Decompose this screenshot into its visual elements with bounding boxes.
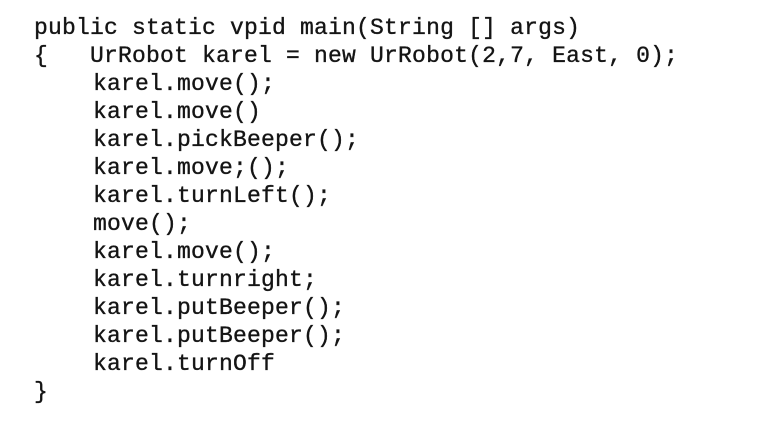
code-line-turn-left: karel.turnLeft(); [93, 183, 332, 209]
code-line-closing-brace: } [34, 379, 49, 405]
code-line-put-beeper-1: karel.putBeeper(); [93, 295, 346, 321]
code-line-robot-declaration: { UrRobot karel = new UrRobot(2,7, East,… [34, 43, 679, 69]
code-line-pick-beeper: karel.pickBeeper(); [93, 127, 360, 153]
code-line-put-beeper-2: karel.putBeeper(); [93, 323, 346, 349]
code-line-turn-right: karel.turnright; [93, 267, 318, 293]
code-line-turn-off: karel.turnOff [93, 351, 276, 377]
code-line-move-2: karel.move() [93, 99, 262, 125]
code-line-move-5: karel.move(); [93, 239, 276, 265]
code-line-move-1: karel.move(); [93, 71, 276, 97]
code-listing: public static vpid main(String [] args) … [34, 14, 678, 406]
code-line-move-3: karel.move;(); [93, 155, 290, 181]
code-line-method-signature: public static vpid main(String [] args) [34, 15, 581, 41]
code-line-move-4: move(); [93, 211, 192, 237]
